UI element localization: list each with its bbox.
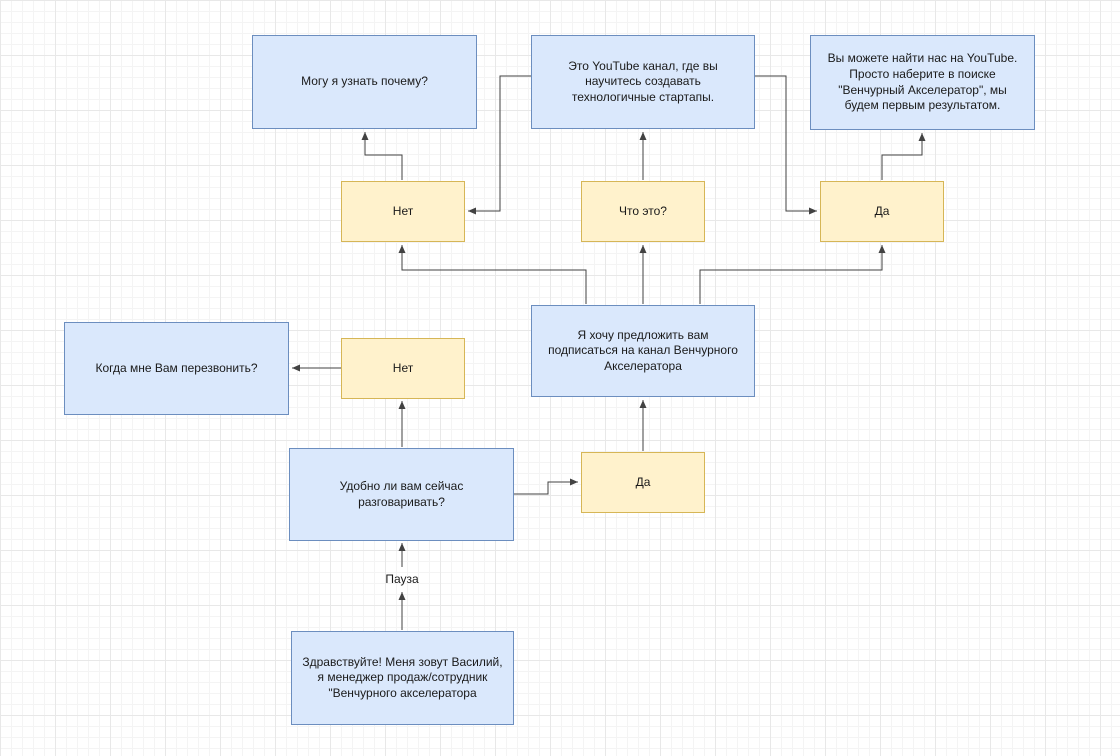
node-answer-yes[interactable]: Да	[581, 452, 705, 513]
edge-ask-convenient-answer-yes[interactable]	[514, 478, 578, 495]
edge-offer-yes-find-us[interactable]	[881, 133, 926, 180]
node-ask-why[interactable]: Могу я узнать почему?	[252, 35, 477, 129]
node-greeting[interactable]: Здравствуйте! Меня зовут Василий, я мене…	[291, 631, 514, 725]
node-callback-when[interactable]: Когда мне Вам перезвонить?	[64, 322, 289, 415]
node-offer-subscribe[interactable]: Я хочу предложить вам подписаться на кан…	[531, 305, 755, 397]
edge-offer-no-ask-why[interactable]	[361, 132, 403, 180]
node-what-is-it[interactable]: Что это?	[581, 181, 705, 242]
edge-offer-subscribe-offer-yes[interactable]	[699, 245, 886, 304]
node-answer-no[interactable]: Нет	[341, 338, 465, 399]
edge-youtube-explain-offer-no[interactable]	[468, 75, 531, 215]
node-offer-no[interactable]: Нет	[341, 181, 465, 242]
edge-offer-subscribe-offer-no[interactable]	[398, 245, 587, 304]
node-find-us[interactable]: Вы можете найти нас на YouTube. Просто н…	[810, 35, 1035, 130]
node-youtube-explain[interactable]: Это YouTube канал, где вы научитесь созд…	[531, 35, 755, 129]
node-ask-convenient[interactable]: Удобно ли вам сейчас разговаривать?	[289, 448, 514, 541]
pause-label[interactable]: Пауза	[385, 572, 419, 586]
node-offer-yes[interactable]: Да	[820, 181, 944, 242]
edge-youtube-explain-offer-yes[interactable]	[755, 75, 817, 215]
